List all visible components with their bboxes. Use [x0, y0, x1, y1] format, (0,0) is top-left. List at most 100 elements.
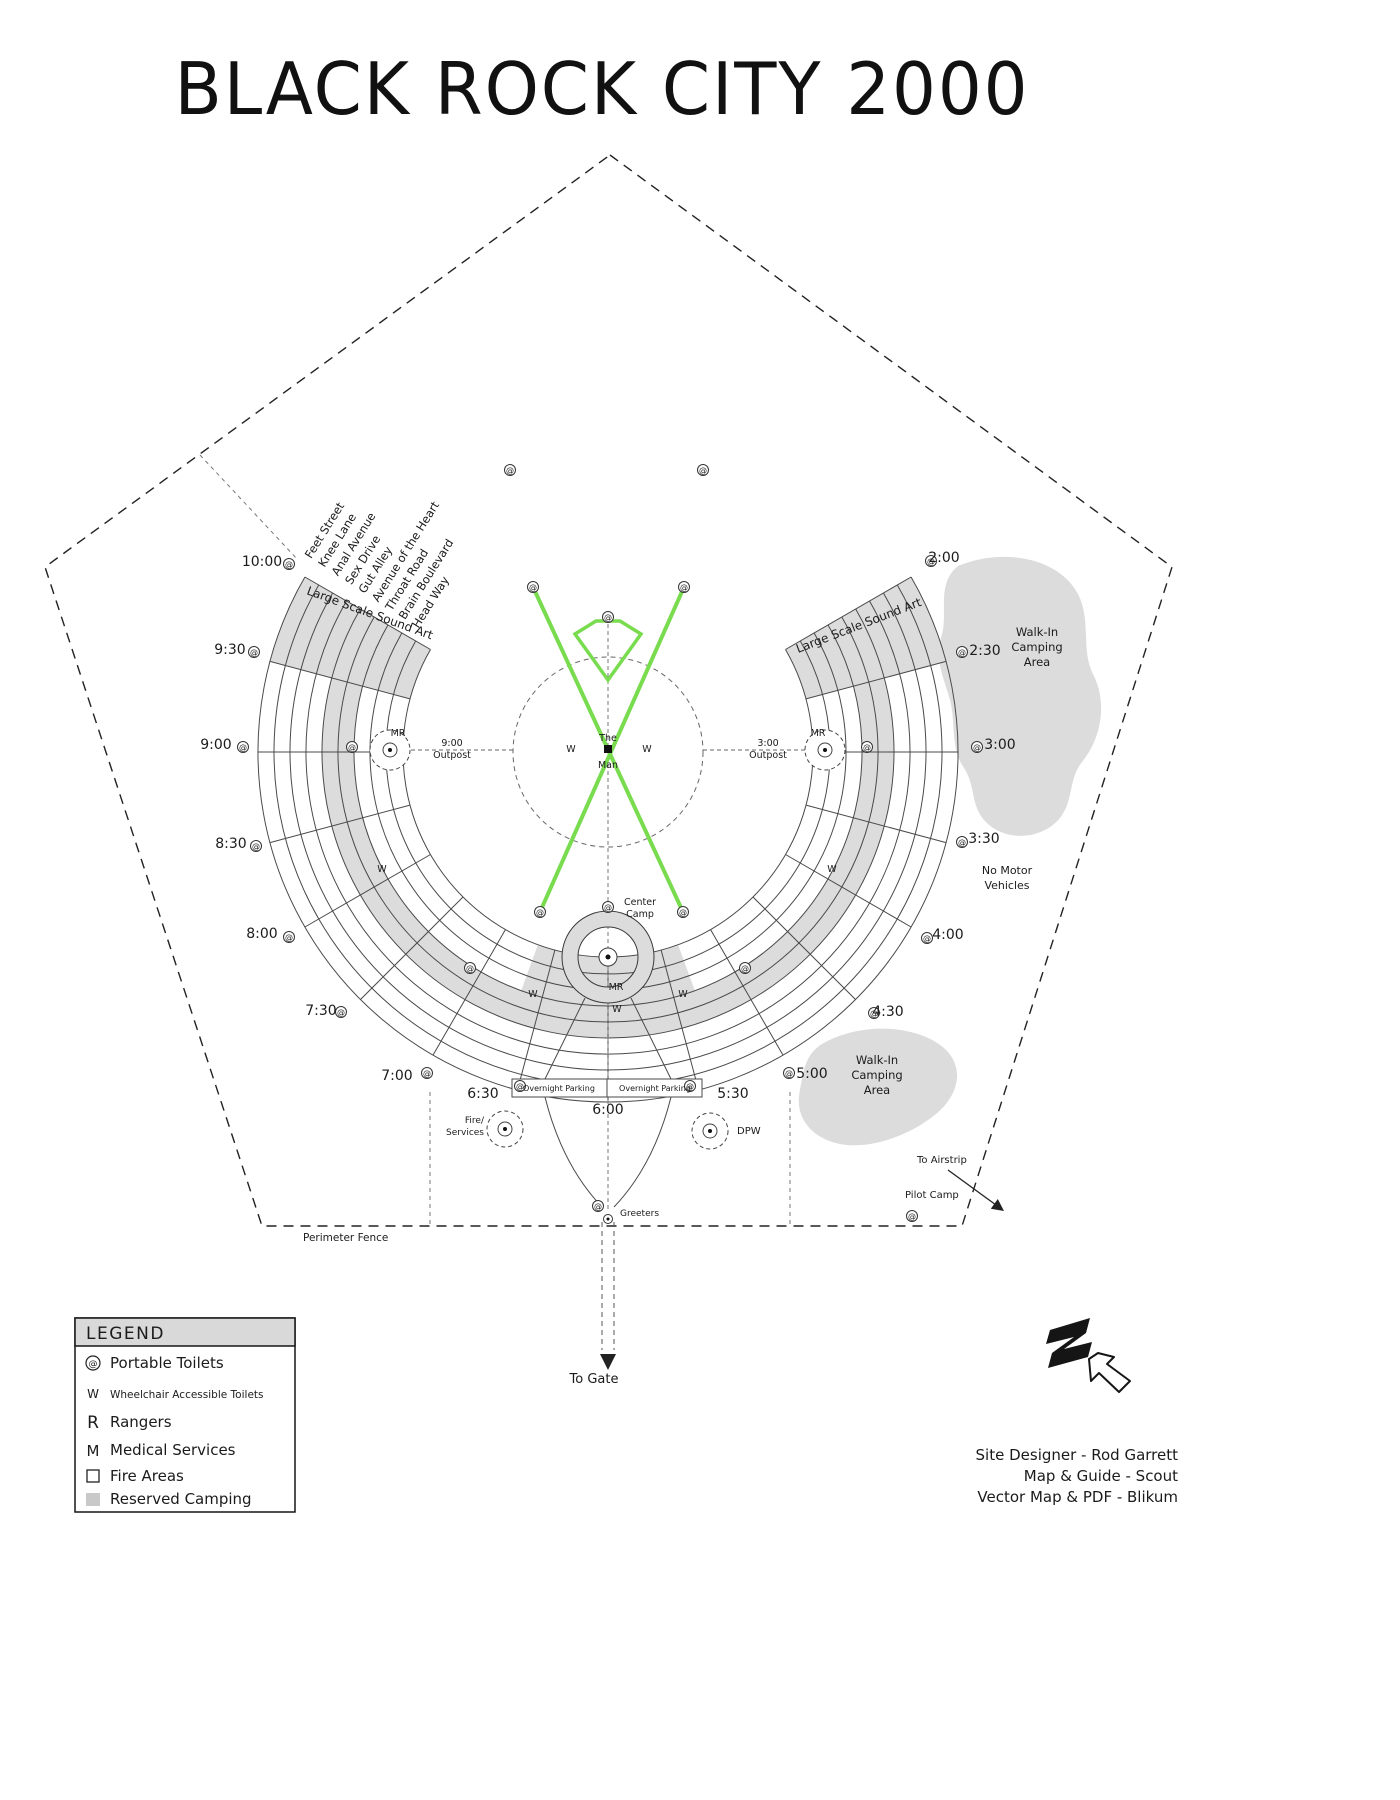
portable-toilet-circle — [678, 581, 690, 593]
portable-toilet-icon: @ — [783, 1067, 795, 1079]
credit-line-2: Map & Guide - Scout — [1024, 1467, 1178, 1485]
legend-item-reserved: Reserved Camping — [110, 1490, 252, 1508]
portable-toilet-at: @ — [594, 1202, 602, 1211]
radial-street — [304, 576, 431, 650]
wheelchair-toilet-marker: W — [377, 864, 387, 875]
walk-in-top-1: Walk-In — [1016, 625, 1058, 639]
portable-toilet-at: @ — [973, 743, 981, 752]
portable-toilet-circle — [464, 962, 476, 974]
airstrip-arrow-icon — [990, 1199, 1004, 1211]
portable-toilet-icon: @ — [971, 741, 983, 753]
portable-toilet-icon: @ — [684, 1080, 696, 1092]
portable-toilet-icon: @ — [421, 1067, 433, 1079]
portable-toilet-circle — [956, 646, 968, 658]
man-inner-circle — [512, 656, 704, 848]
portable-toilet-at: @ — [785, 1069, 793, 1078]
legend-item-wheelchair: Wheelchair Accessible Toilets — [110, 1389, 264, 1401]
walk-in-camping-blob-top — [939, 556, 1102, 836]
radial-street — [785, 854, 912, 928]
portable-toilet-circle — [283, 558, 295, 570]
portable-toilet-at: @ — [927, 557, 935, 566]
greeters-label: Greeters — [620, 1209, 659, 1219]
clock-label: 6:00 — [592, 1102, 623, 1118]
portable-toilet-icon: @ — [335, 1006, 347, 1018]
wheelchair-toilet-marker: W — [827, 864, 837, 875]
portable-toilet-circle — [739, 962, 751, 974]
portable-toilet-icon: @ — [283, 558, 295, 570]
landmarks-layer: The Man Center Camp MR MR 9:00 Outpost M… — [369, 728, 846, 1224]
portable-toilet-circle — [514, 1080, 526, 1092]
legend-rangers-icon: R — [87, 1413, 99, 1433]
wheelchair-toilet-marker: W — [678, 989, 688, 1000]
outpost-3-dot — [823, 748, 827, 752]
north-arrow-icon — [1046, 1318, 1131, 1393]
legend-toilet-at: @ — [89, 1360, 98, 1370]
the-man-label-bottom: Man — [598, 760, 618, 771]
legend-item-toilets: Portable Toilets — [110, 1354, 224, 1372]
portable-toilet-circle — [248, 646, 260, 658]
portable-toilet-circle — [335, 1006, 347, 1018]
clock-label: 2:30 — [969, 643, 1000, 659]
clock-label: 9:00 — [200, 737, 231, 753]
sound-art-wedge-right — [785, 577, 947, 699]
portable-toilet-at: @ — [604, 903, 612, 912]
portable-toilet-icon: @ — [868, 1007, 880, 1019]
portable-toilet-circle — [592, 1200, 604, 1212]
keyhole-line-right — [630, 997, 672, 1080]
portable-toilet-at: @ — [679, 908, 687, 917]
to-gate-label: To Gate — [569, 1372, 619, 1387]
clock-label: 10:00 — [242, 554, 282, 570]
clock-label: 9:30 — [214, 642, 245, 658]
portable-toilet-at: @ — [239, 743, 247, 752]
radial-street — [269, 804, 411, 844]
dpw-inner — [702, 1123, 718, 1139]
portable-toilet-icon: @ — [248, 646, 260, 658]
gate-funnel-left — [544, 1096, 603, 1208]
wheelchair-toilet-marker: W — [642, 744, 652, 755]
wheelchair-toilet-marker: W — [528, 989, 538, 1000]
ring-street-arc — [369, 632, 847, 991]
portable-toilet-icon: @ — [602, 611, 614, 623]
dpw-label: DPW — [737, 1126, 761, 1137]
perimeter-fence-label: Perimeter Fence — [303, 1232, 388, 1244]
portable-toilet-circle — [602, 611, 614, 623]
radial-street — [269, 660, 411, 700]
gate-funnel-right — [613, 1096, 672, 1208]
legend: LEGEND @ Portable Toilets W Wheelchair A… — [74, 1317, 296, 1513]
clock-label: 5:00 — [796, 1066, 827, 1082]
portable-toilet-at: @ — [908, 1212, 916, 1221]
page-title: BLACK ROCK CITY 2000 — [175, 47, 1030, 131]
legend-wheelchair-icon: W — [87, 1387, 99, 1401]
credits: Site Designer - Rod Garrett Map & Guide … — [976, 1446, 1179, 1506]
portable-toilet-circle — [504, 464, 516, 476]
portable-toilet-icon: @ — [697, 464, 709, 476]
portable-toilet-circle — [684, 1080, 696, 1092]
to-airstrip-label: To Airstrip — [916, 1155, 967, 1166]
portable-toilet-circle — [602, 901, 614, 913]
portable-toilet-at: @ — [536, 908, 544, 917]
portable-toilet-at: @ — [285, 933, 293, 942]
portable-toilet-at: @ — [348, 743, 356, 752]
portable-toilet-circle — [697, 464, 709, 476]
portable-toilet-icon: @ — [346, 741, 358, 753]
radial-street — [752, 896, 856, 1000]
wheelchair-toilet-marker: W — [612, 1004, 622, 1015]
outpost-3-mr-label: MR — [811, 728, 826, 739]
clock-label: 8:00 — [246, 926, 277, 942]
legend-title: LEGEND — [86, 1324, 165, 1344]
walk-in-top-2: Camping — [1011, 640, 1062, 654]
radial-street — [432, 929, 506, 1056]
portable-toilet-icon: @ — [906, 1210, 918, 1222]
radial-street — [710, 929, 784, 1056]
legend-toilet-icon — [85, 1355, 101, 1371]
radial-street — [805, 804, 947, 844]
radial-street — [660, 949, 700, 1091]
portable-toilet-at: @ — [506, 466, 514, 475]
portable-toilet-circle — [237, 741, 249, 753]
pilot-camp-label: Pilot Camp — [905, 1190, 959, 1201]
the-man-label-top: The — [598, 733, 617, 744]
clock-label: 7:00 — [381, 1068, 412, 1084]
north-arrow-z — [1046, 1318, 1092, 1368]
clock-label: 3:00 — [984, 737, 1015, 753]
outpost-3-word-label: Outpost — [749, 750, 787, 761]
